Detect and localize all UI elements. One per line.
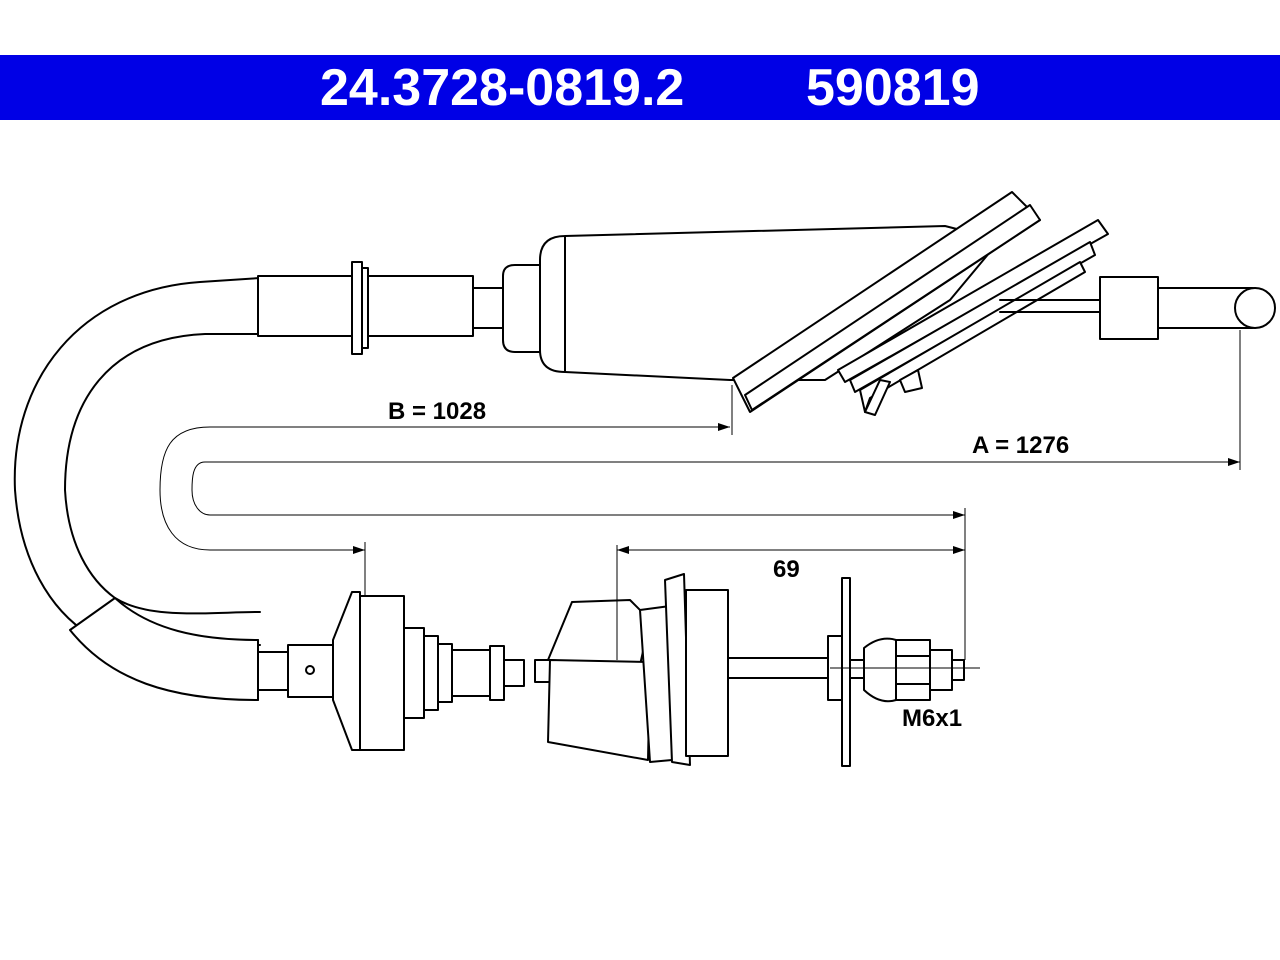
lower-fitting <box>257 573 980 767</box>
part-number: 24.3728-0819.2 <box>320 59 685 117</box>
thread-label: M6x1 <box>902 705 962 732</box>
reference-number: 590819 <box>806 59 980 117</box>
dimension-69-label: 69 <box>773 556 800 583</box>
upper-fitting <box>257 191 1276 416</box>
cable-sheath <box>13 277 261 701</box>
dimension-a-label: A = 1276 <box>972 432 1069 459</box>
dimension-lines <box>159 330 1241 660</box>
dimension-b-label: B = 1028 <box>388 398 486 425</box>
header-bar <box>0 55 1280 120</box>
